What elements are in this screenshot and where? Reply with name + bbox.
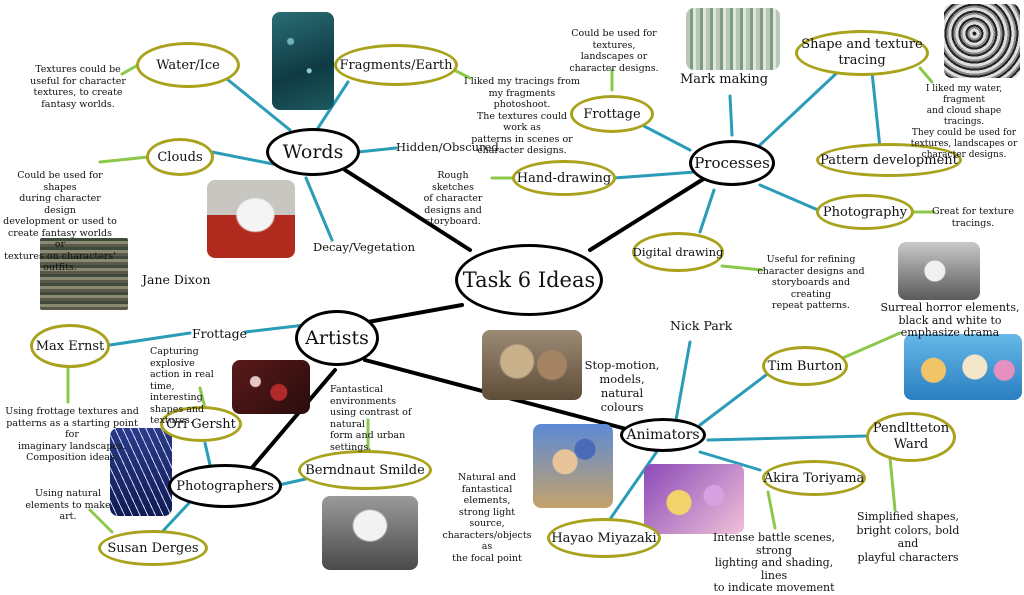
leader-clouds-note <box>98 155 150 164</box>
label-artists-frottage[interactable]: Frottage <box>192 326 248 341</box>
node-clouds[interactable]: Clouds <box>146 138 214 176</box>
link-animators-akira <box>698 450 762 472</box>
hub-processes[interactable]: Processes <box>689 140 775 186</box>
mark-making-photo <box>686 8 780 70</box>
link-animators-nickpark <box>674 340 692 422</box>
node-photography[interactable]: Photography <box>816 194 914 230</box>
leader-shape-note <box>918 66 934 84</box>
node-susan-derges[interactable]: Susan Derges <box>98 530 208 566</box>
node-water-ice[interactable]: Water/Ice <box>136 42 240 88</box>
link-processes-shape <box>758 68 842 147</box>
leader-water-note <box>120 63 140 76</box>
link-photographers-ori <box>203 441 212 467</box>
node-berndnaut-smilde[interactable]: Berndnaut Smilde <box>298 450 432 490</box>
link-central-words <box>343 168 472 252</box>
shape-texture-line1: Shape and texture <box>801 37 923 52</box>
leader-akira-note <box>766 490 777 530</box>
ori-gersht-photo <box>232 360 310 414</box>
node-akira-toriyama[interactable]: Akira Toriyama <box>762 460 866 496</box>
leader-pendleton-note <box>888 456 897 512</box>
label-jane-dixon[interactable]: Jane Dixon <box>142 272 211 287</box>
shape-tracing-photo <box>944 4 1020 78</box>
berndnaut-photo <box>322 496 418 570</box>
node-pendleton-ward[interactable]: Pendltteton Ward <box>866 412 956 462</box>
note-pendleton: Simplified shapes,bright colors, bold an… <box>856 510 960 564</box>
link-central-artists <box>366 303 464 324</box>
link-animators-pendleton <box>706 434 868 442</box>
link-processes-mark <box>728 94 734 137</box>
node-hand-drawing[interactable]: Hand-drawing <box>512 160 616 196</box>
link-words-clouds <box>210 150 280 167</box>
link-photographers-susan <box>160 500 192 534</box>
link-central-processes <box>588 176 707 252</box>
link-words-water <box>220 73 292 132</box>
hayao-photo <box>533 424 613 508</box>
leader-susan-note <box>88 508 114 534</box>
node-max-ernst[interactable]: Max Ernst <box>30 324 110 368</box>
node-tim-burton[interactable]: Tim Burton <box>762 346 848 386</box>
label-nick-park[interactable]: Nick Park <box>670 318 733 333</box>
tim-burton-photo <box>898 242 980 300</box>
akira-photo <box>644 464 744 534</box>
pendleton-photo <box>904 334 1022 400</box>
link-artists-frottage <box>243 323 307 334</box>
link-animators-hayao <box>606 448 660 524</box>
hub-words[interactable]: Words <box>266 128 360 176</box>
mind-map: Task 6 Ideas Words Processes Artists Ani… <box>3 4 1022 594</box>
link-processes-frottage <box>638 122 692 152</box>
decay-photo <box>40 238 128 310</box>
link-artists-photographers <box>248 368 337 472</box>
link-processes-digital <box>698 188 716 234</box>
shape-texture-line2: tracing <box>838 53 886 68</box>
link-processes-photo <box>758 183 820 212</box>
hub-artists[interactable]: Artists <box>295 310 379 366</box>
node-frottage[interactable]: Frottage <box>570 95 654 133</box>
node-pattern-development[interactable]: Pattern development <box>816 143 962 177</box>
node-hayao-miyazaki[interactable]: Hayao Miyazaki <box>547 518 661 558</box>
hub-photographers[interactable]: Photographers <box>168 464 282 508</box>
leader-timburton-note <box>836 331 902 362</box>
clouds-photo <box>207 180 295 258</box>
node-shape-texture-tracing[interactable]: Shape and texture tracing <box>795 30 929 76</box>
link-frottage-maxernst <box>108 331 192 347</box>
link-words-decay <box>304 176 334 242</box>
nick-park-photo <box>482 330 582 400</box>
pendleton-line1: Pendltteton <box>872 421 950 436</box>
link-processes-hand <box>612 170 697 180</box>
link-words-hidden <box>356 146 398 154</box>
connector-lines <box>66 63 936 534</box>
note-tim-burton: Surreal horror elements,black and white … <box>880 301 1020 339</box>
label-hidden-obscured[interactable]: Hidden/Obscured <box>396 140 499 154</box>
water-ice-photo <box>272 12 334 110</box>
central-node[interactable]: Task 6 Ideas <box>455 244 603 316</box>
link-shape-pattern <box>870 70 882 150</box>
node-fragments-earth[interactable]: Fragments/Earth <box>334 44 458 86</box>
link-animators-timburton <box>698 370 772 427</box>
leader-digital-note <box>720 264 764 272</box>
node-digital-drawing[interactable]: Digital drawing <box>632 232 724 272</box>
label-decay-vegetation[interactable]: Decay/Vegetation <box>313 240 416 254</box>
node-ori-gersht[interactable]: Ori Gersht <box>160 406 242 442</box>
leader-ori-note <box>198 386 207 410</box>
hub-animators[interactable]: Animators <box>620 418 706 452</box>
pendleton-line2: Ward <box>893 437 929 452</box>
susan-derges-photo <box>110 428 172 516</box>
label-mark-making[interactable]: Mark making <box>680 72 769 87</box>
